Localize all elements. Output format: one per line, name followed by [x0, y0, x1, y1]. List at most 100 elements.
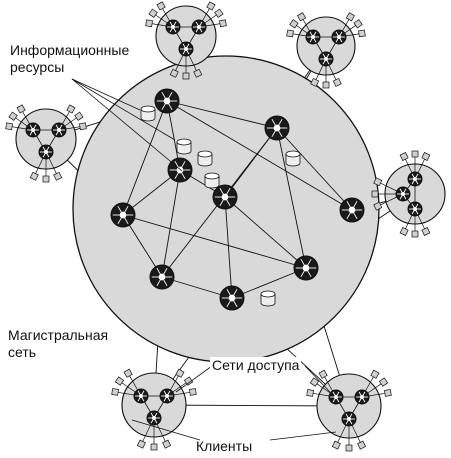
- router-icon: [407, 201, 423, 217]
- router-icon: [178, 41, 194, 57]
- client-icon: [384, 389, 392, 397]
- client-icon: [345, 444, 353, 452]
- client-icon: [309, 377, 320, 387]
- client-icon: [79, 122, 87, 131]
- client-icon: [306, 389, 314, 397]
- router-icon: [159, 388, 175, 404]
- label-clients: Клиенты: [196, 438, 253, 454]
- router-icon: [133, 388, 149, 404]
- client-icon: [373, 177, 383, 187]
- backbone-link: [231, 267, 307, 299]
- label-line: Магистральная: [8, 327, 109, 343]
- access-network: [306, 369, 392, 452]
- client-icon: [193, 68, 203, 78]
- backbone-link: [122, 214, 307, 269]
- server-icon: [260, 290, 276, 307]
- router-icon: [305, 29, 321, 45]
- router-icon: [51, 122, 67, 138]
- router-icon: [264, 115, 290, 141]
- client-icon: [169, 68, 179, 78]
- backbone-link: [224, 196, 307, 269]
- backbone-link: [276, 127, 307, 269]
- client-icon: [411, 150, 419, 158]
- client-icon: [353, 19, 363, 29]
- router-icon: [395, 186, 411, 202]
- client-icon: [189, 388, 197, 396]
- access-network: [145, 1, 227, 80]
- backbone-link: [161, 169, 181, 278]
- router-icon: [191, 19, 207, 35]
- access-network: [371, 150, 446, 238]
- client-icon: [182, 72, 190, 80]
- access-networks: [5, 1, 446, 452]
- client-icon: [310, 77, 320, 87]
- client-icon: [373, 201, 383, 211]
- client-icon: [421, 152, 431, 161]
- client-icon: [156, 1, 166, 11]
- router-icon: [341, 411, 357, 427]
- client-icon: [162, 439, 172, 449]
- client-icon: [322, 81, 330, 89]
- callout-line: [131, 419, 201, 441]
- backbone-link: [122, 100, 168, 216]
- router-icon: [167, 157, 193, 183]
- client-icon: [206, 1, 216, 11]
- router-icon: [354, 389, 370, 405]
- router-icon: [25, 122, 41, 138]
- label-line: Информационные: [10, 42, 130, 58]
- client-icon: [214, 8, 224, 18]
- server-icon: [285, 150, 301, 167]
- client-icon: [111, 388, 119, 396]
- client-icon: [74, 111, 84, 121]
- server-icon: [140, 105, 156, 122]
- server-icon: [176, 138, 192, 155]
- client-icon: [66, 104, 76, 114]
- access-network: [5, 104, 87, 183]
- client-icon: [148, 8, 158, 18]
- backbone-link: [166, 100, 278, 129]
- client-icon: [286, 29, 294, 38]
- client-icon: [421, 227, 431, 236]
- router-icon: [165, 19, 181, 35]
- client-icon: [297, 12, 307, 22]
- router-icon: [146, 410, 162, 426]
- backbone-link: [276, 127, 353, 211]
- router-icon: [318, 51, 334, 67]
- access-network: [286, 12, 366, 89]
- callout-line: [269, 431, 337, 441]
- label-backbone-network: Магистральная сеть: [8, 327, 108, 361]
- client-icon: [123, 368, 133, 378]
- server-icon: [204, 172, 220, 189]
- router-icon: [149, 264, 175, 290]
- client-icon: [114, 376, 125, 386]
- server-icon: [197, 150, 213, 167]
- callout-line: [304, 365, 331, 393]
- client-icon: [399, 227, 409, 236]
- client-icon: [175, 368, 185, 378]
- client-icon: [150, 443, 158, 451]
- client-icon: [411, 230, 419, 238]
- router-icon: [154, 88, 180, 114]
- client-icon: [16, 104, 26, 114]
- router-icon: [212, 184, 238, 210]
- client-icon: [371, 190, 379, 198]
- access-network: [111, 368, 197, 451]
- client-icon: [219, 19, 227, 28]
- information-resources: [140, 105, 301, 307]
- client-icon: [289, 19, 299, 29]
- router-icon: [219, 285, 245, 311]
- label-access-networks: Сети доступа: [210, 357, 302, 374]
- router-icon: [38, 144, 54, 160]
- client-icon: [145, 19, 153, 28]
- client-icon: [399, 152, 409, 161]
- backbone-links: [122, 100, 353, 299]
- client-icon: [357, 440, 367, 450]
- client-icon: [29, 171, 39, 181]
- router-icon: [339, 197, 365, 223]
- router-icon: [407, 171, 423, 187]
- client-icon: [8, 111, 18, 121]
- client-icon: [53, 171, 63, 181]
- callout-line: [71, 78, 176, 141]
- client-icon: [332, 77, 342, 87]
